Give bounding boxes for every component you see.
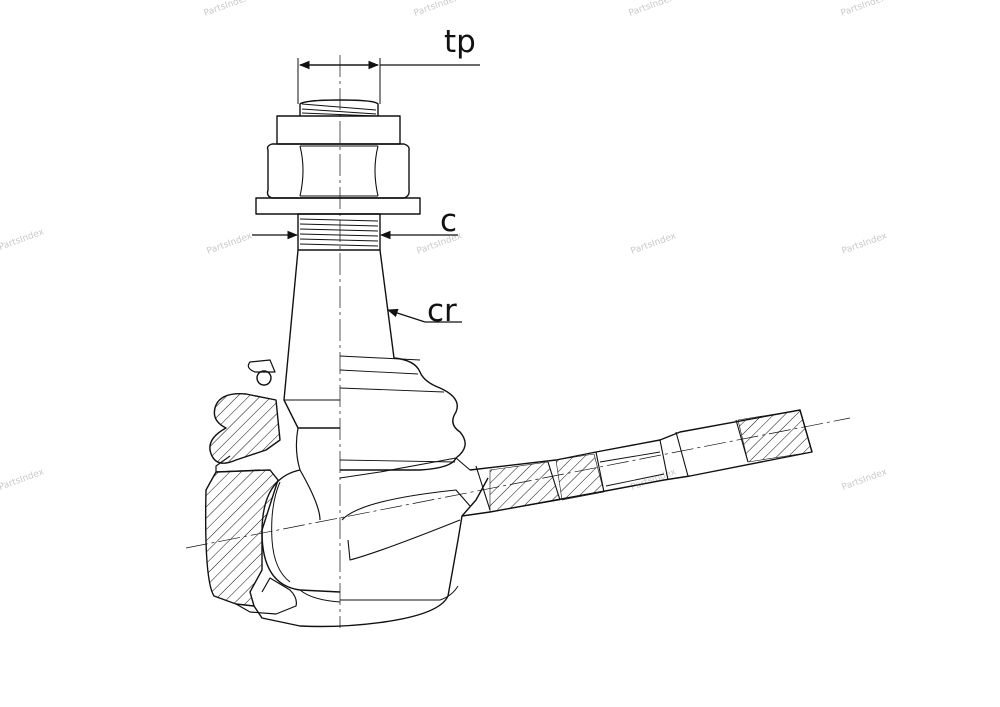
dimension-cr <box>386 308 462 323</box>
watermark: PartsIndex <box>203 0 251 19</box>
thread-tip <box>299 99 379 117</box>
watermark: PartsIndex <box>0 227 46 253</box>
dimension-tp <box>297 58 480 104</box>
thread-section <box>297 213 381 251</box>
label-c: c <box>440 203 457 239</box>
watermark: PartsIndex <box>840 0 888 19</box>
housing-section <box>204 469 489 628</box>
dust-boot-right <box>339 357 466 471</box>
watermark: PartsIndex <box>206 231 254 257</box>
watermark: PartsIndex <box>841 467 889 493</box>
watermark: PartsIndex <box>628 0 676 19</box>
hex-nut <box>266 143 410 199</box>
lower-washer <box>255 197 421 215</box>
tie-rod-arm <box>461 409 813 517</box>
watermark: PartsIndex <box>841 231 889 257</box>
label-cr: cr <box>427 293 457 329</box>
top-washer <box>276 115 401 145</box>
dust-boot-left <box>209 359 281 473</box>
ball-stud <box>261 469 341 603</box>
watermark: PartsIndex <box>630 231 678 257</box>
watermark: PartsIndex <box>413 0 461 19</box>
tapered-pin <box>283 249 421 521</box>
centre-lines <box>185 55 851 628</box>
housing-inner <box>339 457 471 601</box>
watermark: PartsIndex <box>0 467 46 493</box>
label-tp: tp <box>444 24 476 60</box>
